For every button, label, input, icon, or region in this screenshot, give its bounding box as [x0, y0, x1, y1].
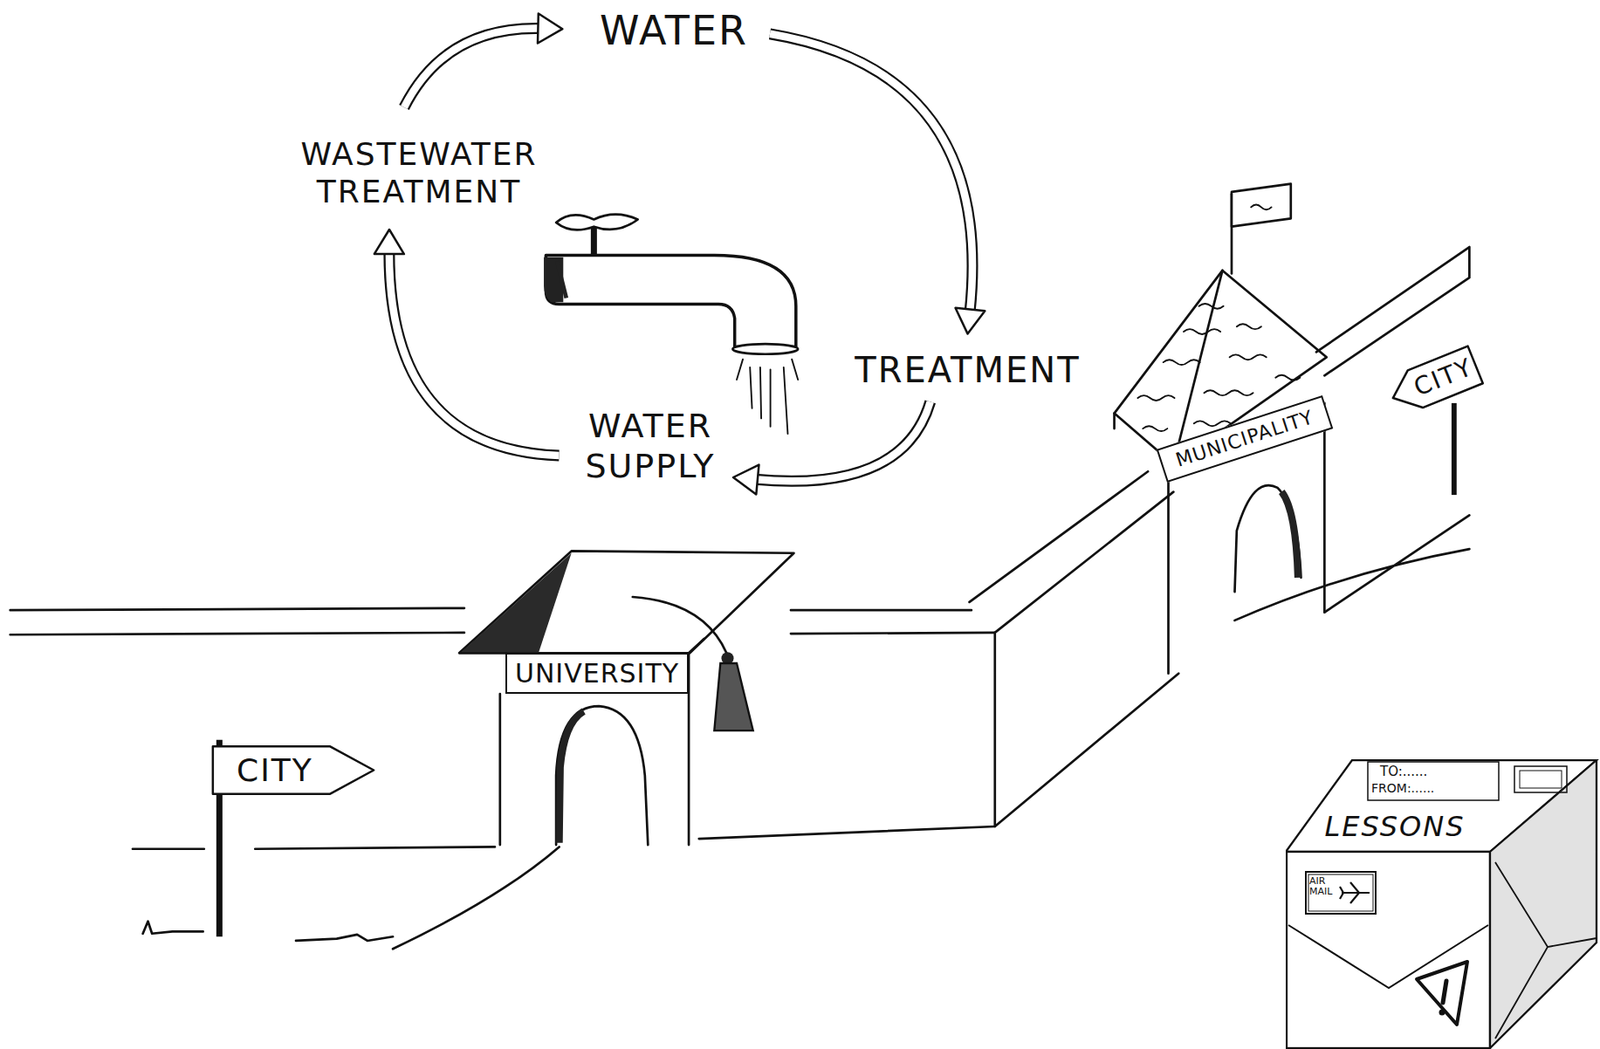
city-sign: CITY [209, 744, 378, 797]
warning-mark [1442, 981, 1447, 1003]
faucet-shade [556, 260, 567, 298]
door-shade [1281, 492, 1298, 578]
cycle-arrow [404, 13, 563, 108]
arrow-shaft [389, 251, 560, 456]
cycle-label: WATER [599, 6, 749, 55]
road-line [392, 846, 560, 949]
postage-stamp [1514, 766, 1567, 793]
arrow-shaft [404, 28, 541, 108]
ground-line [132, 826, 996, 850]
arrow-shaft [769, 34, 973, 313]
faucet-nozzle [732, 343, 798, 355]
mortarboard-roof [459, 550, 794, 653]
university-band: UNIVERSITY [505, 652, 689, 694]
cycle-label: TREATMENT [854, 349, 1080, 392]
tassel-cord [632, 597, 728, 653]
label-wrap: WATER [577, 6, 770, 56]
arrow-head [955, 308, 986, 335]
side-flap [1495, 862, 1597, 1039]
warning-mark [1439, 1009, 1446, 1017]
water-stream [736, 359, 798, 434]
sign-label: CITY [1409, 352, 1478, 403]
arrow-shaft [404, 28, 541, 108]
sign-label: CITY [236, 751, 314, 790]
arrow-shaft [755, 401, 931, 481]
cycle-label: WASTEWATER TREATMENT [270, 129, 568, 217]
band-label: UNIVERSITY [515, 658, 680, 690]
airmail-stamp [1305, 872, 1376, 914]
faucet-handle [556, 214, 639, 231]
cycle-arrow [733, 401, 931, 495]
city-wall [969, 471, 1180, 827]
postage-stamp [1519, 770, 1562, 789]
stamp-label: AIR MAIL [1309, 876, 1341, 898]
cycle-arrow [769, 34, 985, 335]
municipality-band: MUNICIPALITY [1156, 395, 1334, 483]
address-label: FROM:...... [1371, 782, 1503, 796]
package-outline [1285, 759, 1600, 1049]
label-wrap: TREATMENT [843, 347, 1092, 393]
package-side [1490, 760, 1597, 1049]
faucet-spout [545, 254, 796, 347]
sign-shape [1385, 346, 1484, 418]
label-wrap: CITY [209, 744, 341, 797]
lessons-package: TO:...... FROM:...... LESSONS AIR MAIL [1285, 759, 1600, 1049]
airmail-stamp [1308, 874, 1374, 912]
package-title: LESSONS [1303, 811, 1487, 843]
address-label: TO:...... [1380, 764, 1503, 780]
gate-arch [556, 706, 648, 845]
arrow-shaft [769, 34, 973, 313]
tower-door [1234, 485, 1301, 592]
flag-mark [1250, 205, 1271, 211]
tassel [714, 663, 753, 731]
arrow-shaft [389, 251, 560, 456]
sign-pole [1451, 403, 1457, 495]
label-wrap: MUNICIPALITY [1158, 398, 1332, 481]
cycle-label: WATER SUPPLY [567, 403, 734, 491]
horizon-line [10, 608, 465, 635]
arrow-head [374, 229, 405, 255]
grass [143, 921, 393, 941]
label-wrap: WASTEWATER TREATMENT [270, 129, 568, 217]
package-front [1286, 851, 1491, 1049]
arrow-head [537, 13, 563, 44]
sign-shape [212, 746, 374, 794]
label-wrap: UNIVERSITY [507, 654, 687, 693]
tower-wall [1114, 403, 1326, 674]
flag [1231, 184, 1291, 227]
cycle-label: TREATMENT [843, 347, 1092, 393]
arrow-head [733, 465, 759, 495]
cycle-label: WATER SUPPLY [567, 406, 734, 487]
city-sign: CITY [1382, 343, 1485, 419]
warning-sign [1416, 961, 1468, 1025]
airplane-icon [1339, 882, 1370, 904]
cycle-label: WATER [577, 6, 770, 56]
band-label: MUNICIPALITY [1173, 405, 1318, 473]
cycle-arrow [374, 229, 560, 456]
label-wrap: CITY [1401, 343, 1485, 412]
label-wrap: WATER SUPPLY [567, 403, 734, 491]
cycle-label: WASTEWATER TREATMENT [270, 135, 568, 211]
arrow-shaft [755, 401, 931, 481]
arch-shade [559, 711, 584, 844]
horizon-line [790, 610, 996, 634]
roof-shade [460, 553, 571, 653]
gate-pillar [500, 638, 705, 845]
